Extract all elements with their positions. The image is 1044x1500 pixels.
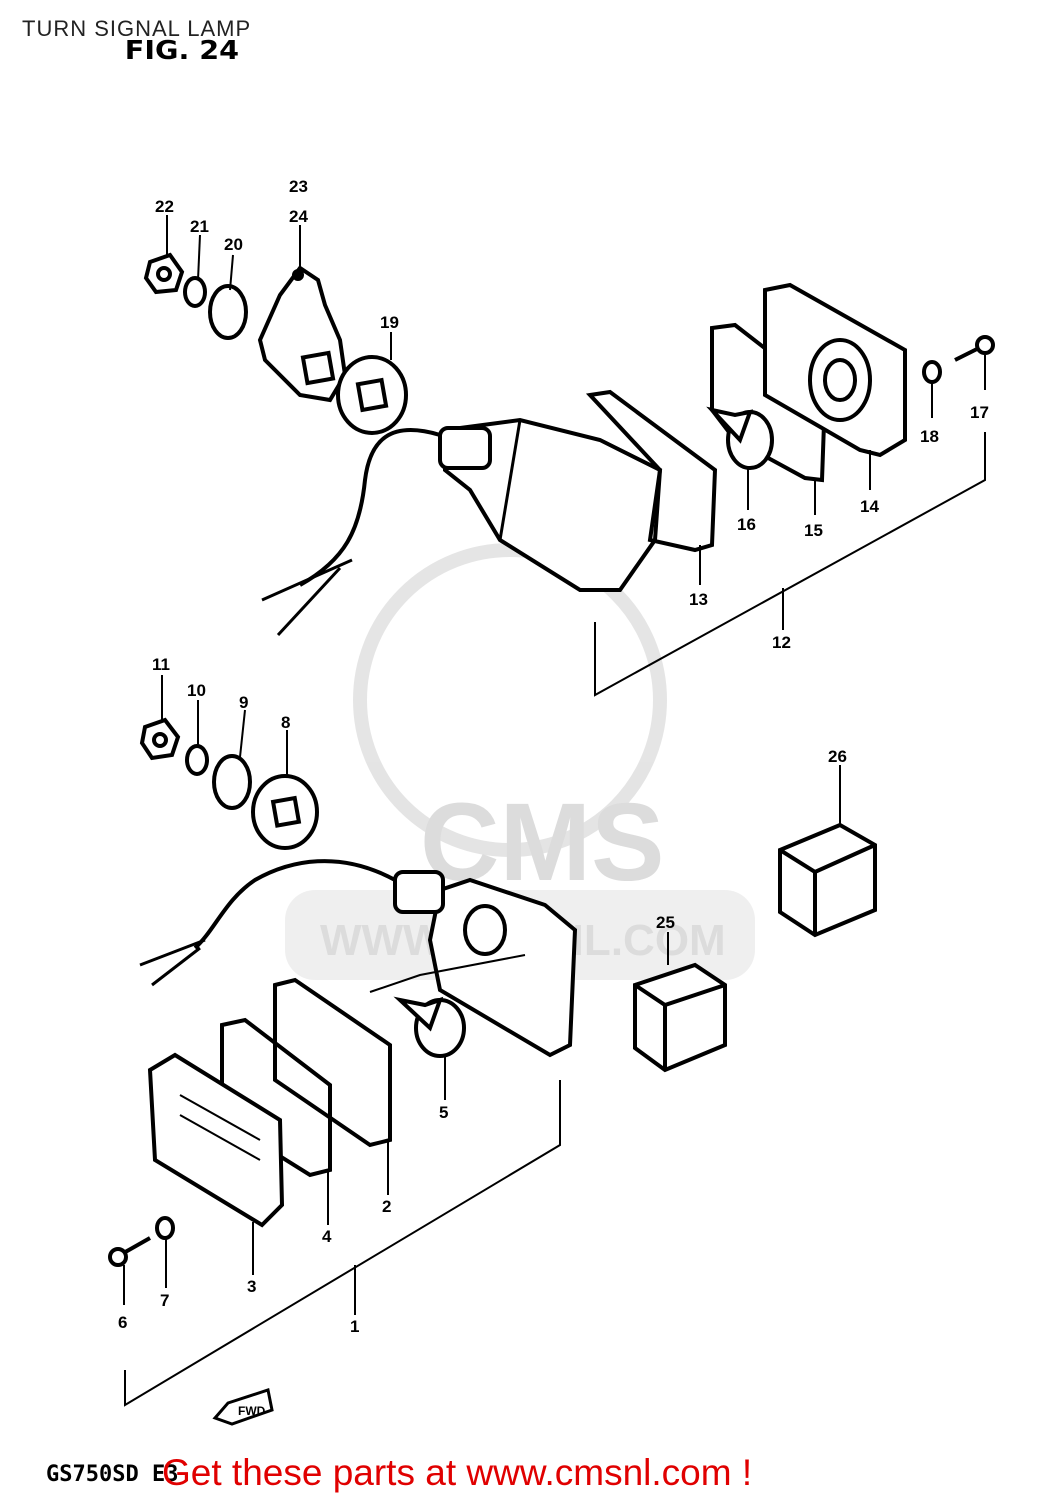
lens-3	[147, 1052, 285, 1228]
washer-9	[212, 754, 252, 810]
callout-22: 22	[155, 197, 174, 216]
lock-washer-10	[185, 744, 209, 776]
callout-6: 6	[118, 1313, 127, 1332]
callout-15: 15	[804, 521, 823, 540]
page-title: TURN SIGNAL LAMP	[22, 16, 252, 41]
gasket-13	[585, 389, 718, 553]
nut-11	[139, 717, 181, 761]
cta-link[interactable]: Get these parts at www.cmsnl.com !	[162, 1452, 753, 1493]
figure-label: FIG. 24	[124, 36, 240, 66]
leader-lines	[123, 215, 986, 1315]
callout-8: 8	[281, 713, 290, 732]
callout-24: 24	[289, 207, 308, 226]
callout-4: 4	[322, 1227, 332, 1246]
callout-20: 20	[224, 235, 243, 254]
callout-9: 9	[239, 693, 248, 712]
grommet-19	[336, 355, 408, 435]
relays	[633, 822, 877, 1073]
lower-housing	[393, 870, 578, 1058]
screw-6	[108, 1236, 151, 1267]
bulb-16	[706, 406, 774, 470]
washer-7	[155, 1216, 175, 1240]
washer-18	[922, 360, 942, 384]
upper-housing	[438, 417, 663, 592]
callout-2: 2	[382, 1197, 391, 1216]
callout-11: 11	[152, 655, 170, 674]
relay-25	[633, 962, 727, 1073]
grommet-8	[251, 774, 319, 850]
callout-25: 25	[656, 913, 675, 932]
screw-17	[954, 335, 995, 362]
callout-14: 14	[860, 497, 879, 516]
upper-lamp-assembly	[143, 252, 995, 697]
callout-23: 23	[289, 177, 308, 196]
bracket-23-24	[257, 265, 348, 403]
relay-26	[778, 822, 877, 938]
bulb-5	[393, 996, 466, 1058]
lower-wire	[193, 859, 396, 950]
callout-16: 16	[737, 515, 756, 534]
callout-1: 1	[350, 1317, 359, 1336]
gasket-2	[273, 977, 392, 1148]
callout-3: 3	[247, 1277, 256, 1296]
callout-21: 21	[190, 217, 209, 236]
callout-17: 17	[970, 403, 989, 422]
lock-washer-21	[183, 276, 207, 308]
upper-wire	[299, 428, 441, 587]
callout-numbers: 22 21 20 23 24 19 17 18 14 15 16 13 12 1…	[118, 177, 989, 1336]
callout-10: 10	[187, 681, 206, 700]
callout-19: 19	[380, 313, 399, 332]
nut-22	[143, 252, 185, 295]
washer-20	[208, 284, 248, 340]
forward-arrow-label: FWD	[238, 1404, 266, 1418]
lens-14	[763, 282, 907, 458]
lower-lamp-assembly	[108, 717, 578, 1407]
callout-26: 26	[828, 747, 847, 766]
callout-18: 18	[920, 427, 939, 446]
callout-7: 7	[160, 1291, 169, 1310]
callout-13: 13	[689, 590, 708, 609]
model-code: GS750SD E3	[46, 1462, 179, 1487]
forward-arrow-icon: FWD	[212, 1388, 274, 1426]
callout-5: 5	[439, 1103, 448, 1122]
callout-12: 12	[772, 633, 791, 652]
